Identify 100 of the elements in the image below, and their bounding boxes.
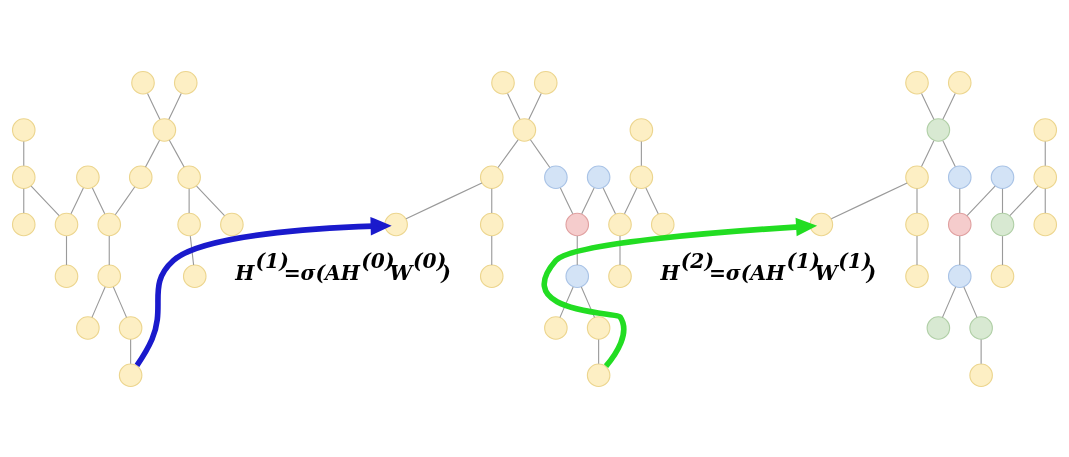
connector: [405, 181, 483, 219]
node-circle: [544, 164, 568, 189]
node-circle: [990, 164, 1015, 189]
node-circle: [629, 117, 654, 142]
connector: [959, 235, 961, 266]
node-circle: [97, 263, 122, 288]
connector: [581, 186, 595, 214]
node-circle: [990, 212, 1015, 236]
node-circle: [905, 164, 929, 189]
node-circle: [152, 117, 177, 142]
node-circle: [586, 164, 611, 189]
connector: [189, 235, 195, 266]
node-circle: [544, 315, 568, 340]
connector: [65, 235, 68, 266]
connector: [966, 185, 996, 216]
connector: [559, 186, 574, 214]
connector: [920, 139, 935, 167]
node-circle: [479, 212, 504, 236]
connector: [602, 186, 617, 214]
connector: [497, 138, 519, 168]
node-circle: [608, 212, 632, 236]
connector: [1009, 185, 1039, 216]
node-circle: [479, 263, 504, 288]
connector: [959, 187, 961, 214]
connector: [576, 235, 578, 266]
connector: [91, 186, 106, 214]
connector: [491, 187, 493, 214]
node-circle: [947, 263, 972, 288]
node-circle: [1033, 212, 1058, 236]
connector: [23, 187, 25, 214]
connector: [916, 187, 918, 214]
connector: [528, 92, 542, 120]
node-circle: [608, 263, 632, 288]
connector: [920, 92, 935, 120]
node-circle: [905, 263, 929, 288]
node-circle: [54, 212, 79, 236]
node-circle: [54, 263, 79, 288]
connector: [980, 338, 982, 364]
node-circle: [11, 117, 36, 142]
arrow: [134, 216, 392, 367]
node-circle: [947, 164, 972, 189]
node-circle: [177, 212, 201, 236]
connector: [1001, 235, 1004, 266]
connector: [108, 235, 110, 266]
connector: [645, 186, 659, 214]
connector: [623, 186, 638, 214]
node-circle: [118, 315, 143, 340]
node-circle: [947, 70, 972, 95]
connector: [188, 187, 190, 214]
connector: [916, 235, 918, 266]
node-circle: [173, 70, 198, 95]
node-circle: [384, 212, 408, 236]
connector: [70, 186, 84, 214]
connector: [30, 185, 60, 216]
connector: [942, 92, 956, 120]
connector: [506, 92, 521, 120]
connector: [941, 285, 957, 318]
node-circle: [586, 362, 611, 387]
connector: [168, 139, 185, 168]
connector: [529, 138, 551, 168]
connector: [130, 338, 132, 364]
node-circle: [809, 212, 834, 236]
node-circle: [1033, 117, 1058, 142]
node-circle: [905, 70, 929, 95]
node-circle: [565, 263, 590, 288]
node-circle: [1033, 164, 1058, 189]
connector: [23, 140, 25, 166]
node-circle: [479, 164, 504, 189]
node-circle: [131, 70, 155, 95]
connector: [559, 285, 574, 318]
node-circle: [97, 212, 122, 236]
node-circle: [947, 212, 972, 236]
node-circle: [512, 117, 537, 142]
node-circle: [650, 212, 675, 236]
connector: [91, 285, 106, 318]
connector: [1044, 187, 1046, 214]
node-circle: [128, 164, 153, 189]
connector: [146, 92, 161, 120]
node-circle: [990, 263, 1015, 288]
connector: [144, 139, 161, 168]
connector: [491, 235, 493, 266]
node-circle: [905, 212, 929, 236]
node-circle: [926, 315, 951, 340]
node-circle: [220, 212, 244, 236]
node-circle: [969, 315, 993, 340]
node-circle: [969, 362, 993, 387]
node-circle: [926, 117, 951, 142]
node-circle: [11, 164, 36, 189]
connector: [168, 92, 182, 120]
connector: [963, 285, 978, 318]
node-circle: [565, 212, 590, 236]
node-circle: [76, 315, 100, 340]
node-circle: [11, 212, 36, 236]
node-circle: [491, 70, 515, 95]
connector: [114, 186, 136, 215]
connector: [830, 181, 908, 219]
connector: [1001, 187, 1004, 214]
node-circle: [629, 164, 654, 189]
node-circle: [533, 70, 558, 95]
connector: [1044, 140, 1046, 166]
